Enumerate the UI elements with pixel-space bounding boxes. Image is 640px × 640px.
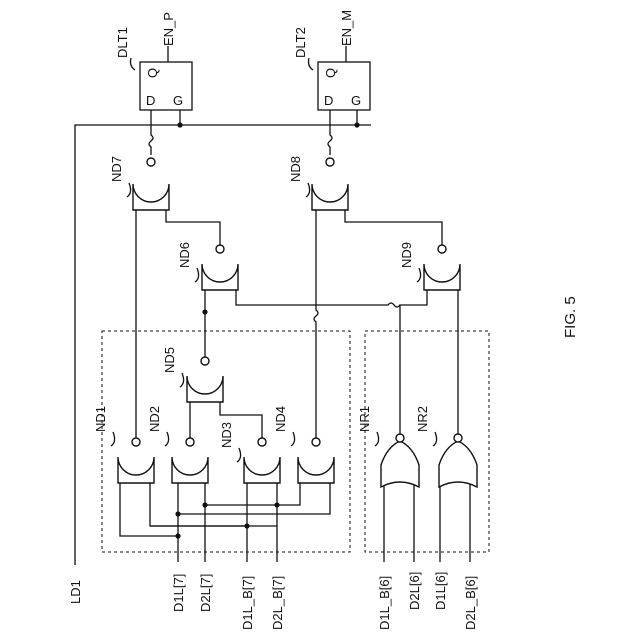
- label-nd9: ND9: [399, 242, 414, 268]
- gate-nd7: [133, 158, 169, 210]
- input-d1lb7: D1L_B[7]: [240, 576, 255, 630]
- latch-pin-g: G: [351, 93, 361, 108]
- latch-dlt2: D G Q EN_M DLT2: [293, 10, 370, 110]
- latch-output-en-m: EN_M: [339, 10, 354, 46]
- latch-pin-d: D: [146, 93, 155, 108]
- gate-nd2: [172, 438, 208, 483]
- input-d1lb6: D1L_B[6]: [377, 576, 392, 630]
- label-nd5: ND5: [162, 347, 177, 373]
- latch-output-en-p: EN_P: [161, 12, 176, 46]
- gate-nd3: [244, 438, 280, 483]
- gate-nd1: [118, 438, 154, 483]
- latch-label-dlt1: DLT1: [115, 27, 130, 58]
- label-nr2: NR2: [415, 406, 430, 432]
- label-nr1: NR1: [357, 406, 372, 432]
- latch-dlt1: D G Q EN_P DLT1: [115, 12, 192, 110]
- gate-nd6: [202, 245, 238, 290]
- latch-label-dlt2: DLT2: [293, 27, 308, 58]
- input-d2l6: D2L[6]: [407, 572, 422, 610]
- input-d2l7: D2L[7]: [198, 574, 213, 612]
- latch-pin-q: Q: [145, 68, 160, 78]
- latch-pin-g: G: [173, 93, 183, 108]
- input-d1l6: D1L[6]: [433, 572, 448, 610]
- input-d2lb6: D2L_B[6]: [463, 576, 478, 630]
- latch-pin-q: Q: [323, 68, 338, 78]
- label-nd3: ND3: [219, 422, 234, 448]
- input-d1l7: D1L[7]: [171, 574, 186, 612]
- gate-nr1: [381, 434, 419, 487]
- figure-label: FIG. 5: [562, 296, 579, 338]
- label-nd1: ND1: [93, 406, 108, 432]
- label-nd6: ND6: [177, 242, 192, 268]
- label-nd4: ND4: [273, 406, 288, 432]
- wires: [75, 110, 470, 565]
- label-nd8: ND8: [288, 156, 303, 182]
- latch-pin-d: D: [324, 93, 333, 108]
- label-nd2: ND2: [147, 406, 162, 432]
- gate-nd8: [312, 158, 348, 210]
- gate-nd4: [298, 438, 334, 483]
- gate-nd9: [424, 245, 460, 290]
- gate-nr2: [439, 434, 477, 487]
- input-d2lb7: D2L_B[7]: [270, 576, 285, 630]
- input-ld1: LD1: [68, 580, 83, 604]
- input-labels: LD1 D1L[7] D2L[7] D1L_B[7] D2L_B[7] D1L_…: [68, 572, 478, 630]
- label-nd7: ND7: [109, 156, 124, 182]
- gate-nd5: [187, 357, 223, 402]
